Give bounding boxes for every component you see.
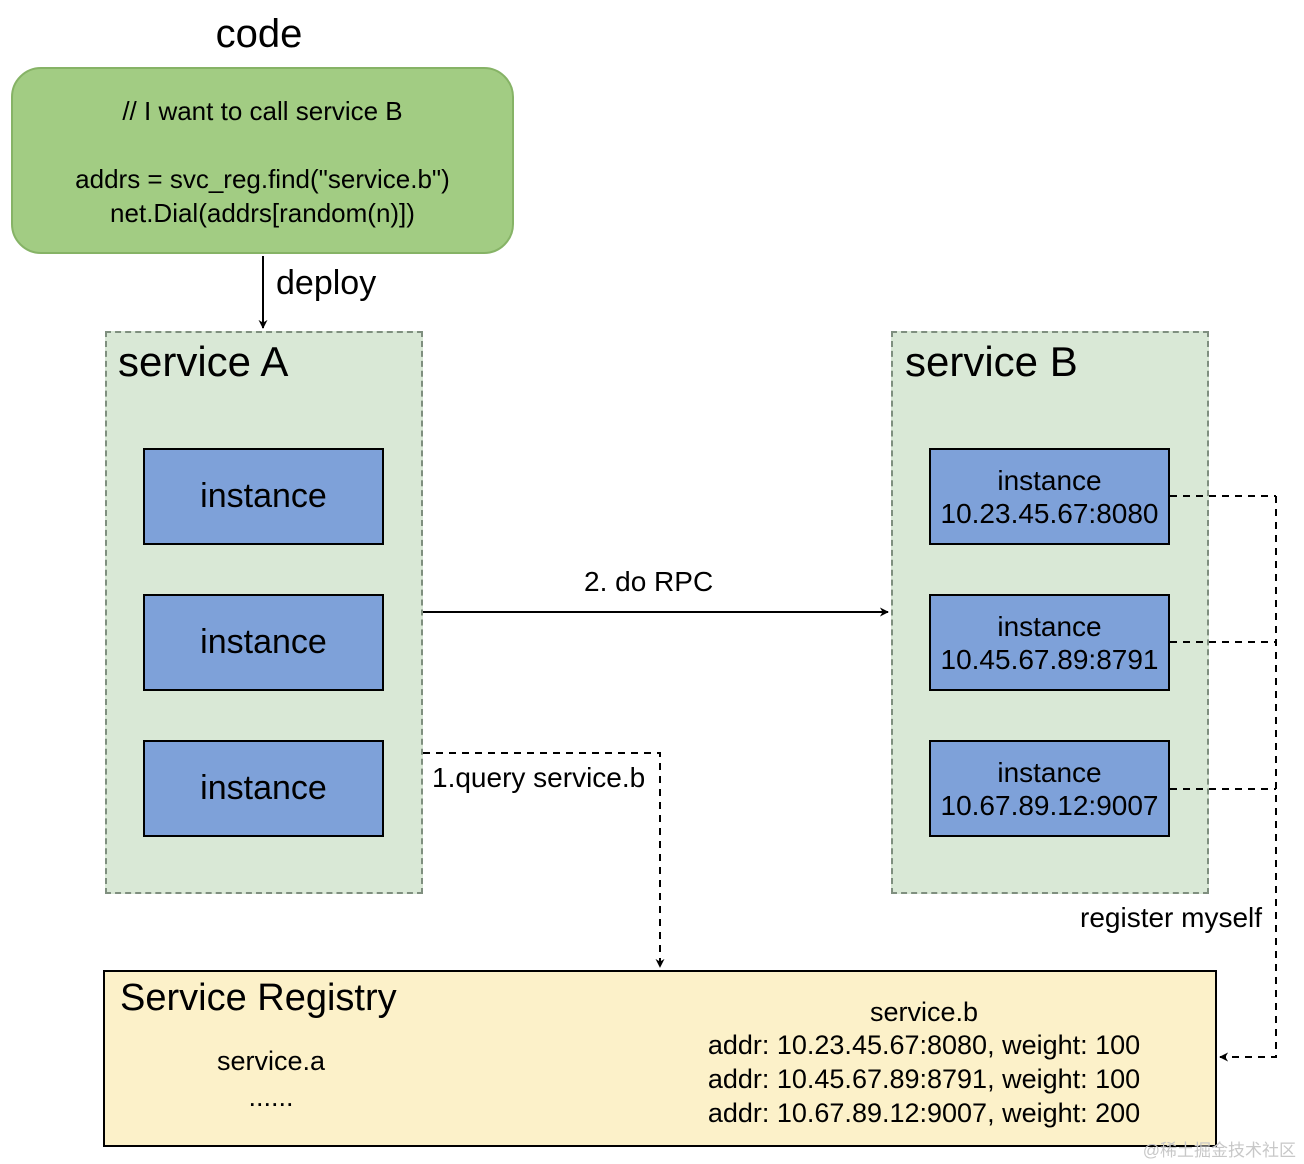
instance-address: 10.67.89.12:9007: [940, 789, 1159, 821]
registry-ellipsis: ......: [248, 1082, 294, 1112]
watermark: @稀土掘金技术社区: [1142, 1141, 1296, 1160]
registry-entry-1: addr: 10.23.45.67:8080, weight: 100: [707, 1030, 1141, 1060]
code-title: code: [215, 12, 303, 56]
register-label: register myself: [1080, 902, 1263, 934]
instance-label: instance: [200, 623, 327, 661]
service-a-title: service A: [118, 338, 289, 385]
instance-label: instance: [997, 756, 1102, 788]
query-arrow: [423, 752, 665, 968]
register-arrow: [1219, 496, 1277, 1062]
service-b-instance-2: instance 10.45.67.89:8791: [929, 594, 1170, 691]
registry-title: Service Registry: [120, 977, 397, 1019]
rpc-label: 2. do RPC: [584, 566, 714, 597]
query-label: 1.query service.b: [432, 762, 646, 793]
service-b-title: service B: [905, 338, 1078, 385]
service-b-instance-1: instance 10.23.45.67:8080: [929, 448, 1170, 545]
deploy-label: deploy: [276, 264, 377, 302]
instance-address: 10.45.67.89:8791: [940, 643, 1159, 675]
instance-label: instance: [997, 464, 1102, 496]
registry-service-a: service.a: [216, 1046, 326, 1076]
instance-address: 10.23.45.67:8080: [940, 497, 1159, 529]
service-a-instance-3: instance: [143, 740, 384, 837]
code-dial-line: net.Dial(addrs[random(n)]): [110, 198, 415, 228]
service-registry-box: [103, 970, 1217, 1147]
code-box: [11, 67, 514, 254]
registry-entry-3: addr: 10.67.89.12:9007, weight: 200: [707, 1098, 1141, 1128]
service-b-instance-3: instance 10.67.89.12:9007: [929, 740, 1170, 837]
service-a-instance-2: instance: [143, 594, 384, 691]
code-comment-line: // I want to call service B: [122, 96, 403, 126]
code-find-line: addrs = svc_reg.find("service.b"): [75, 164, 450, 194]
instance-label: instance: [200, 769, 327, 807]
registry-entry-2: addr: 10.45.67.89:8791, weight: 100: [707, 1064, 1141, 1094]
instance-label: instance: [997, 610, 1102, 642]
registry-service-b: service.b: [869, 997, 979, 1027]
service-a-instance-1: instance: [143, 448, 384, 545]
instance-label: instance: [200, 477, 327, 515]
